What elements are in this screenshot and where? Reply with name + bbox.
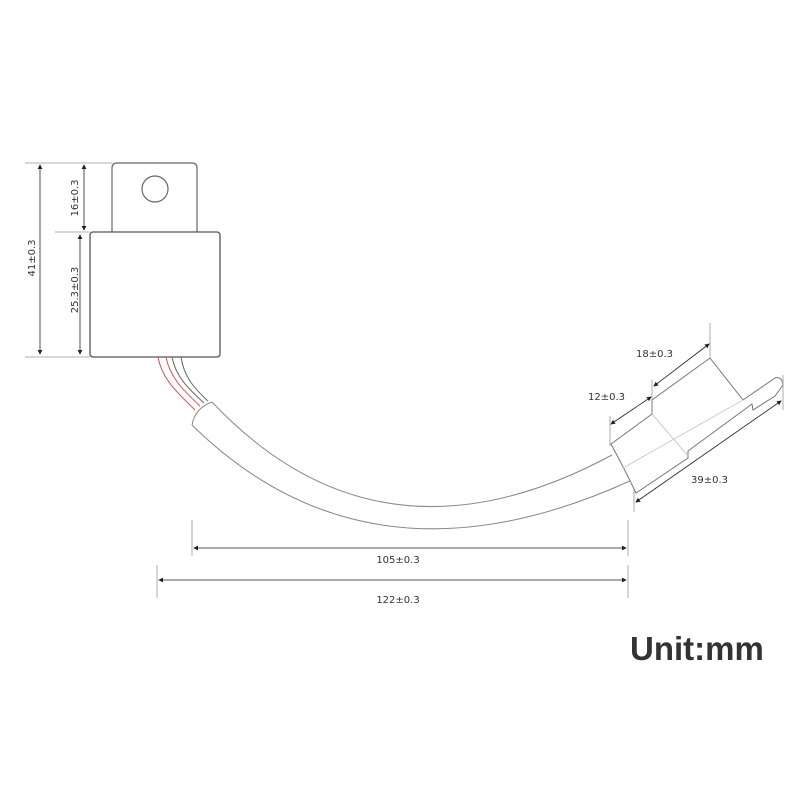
dim-tab-height: 16±0.3 — [70, 179, 81, 216]
unit-label: Unit:mm — [630, 630, 764, 667]
relay-body — [89, 231, 221, 358]
dimension-lines — [25, 162, 784, 598]
dim-connector-length: 39±0.3 — [691, 475, 728, 486]
dim-total-height: 41±0.3 — [27, 239, 38, 276]
cable — [191, 401, 633, 530]
dim-overall-length: 122±0.3 — [376, 595, 419, 606]
mounting-hole — [141, 175, 169, 203]
dim-cable-length: 105±0.3 — [376, 555, 419, 566]
wires — [157, 356, 209, 411]
connector — [610, 357, 784, 494]
dim-connector-front: 18±0.3 — [636, 349, 673, 360]
dim-body-height: 25.3±0.3 — [70, 267, 81, 314]
dim-connector-rear: 12±0.3 — [588, 392, 625, 403]
relay-tab — [111, 162, 198, 232]
